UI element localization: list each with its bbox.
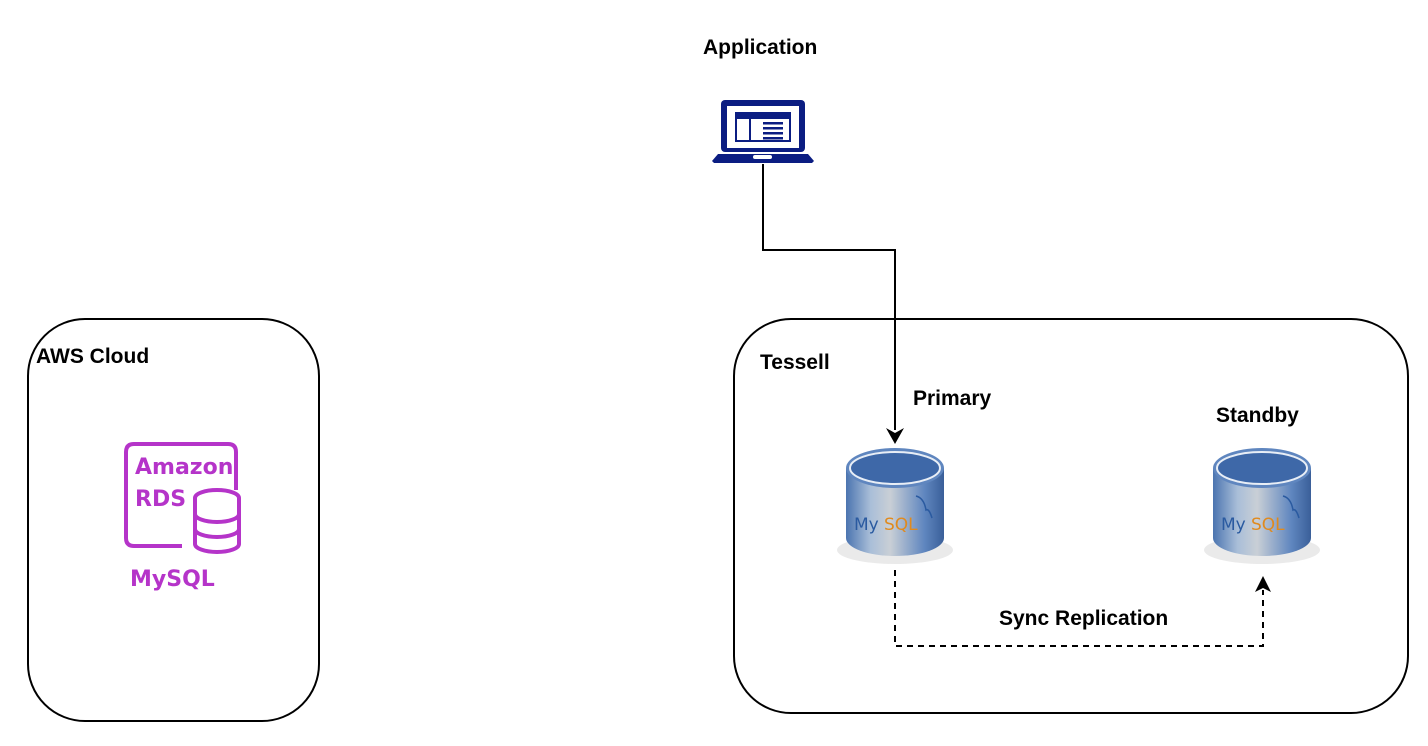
sync-replication-arrowhead: [1255, 576, 1271, 592]
svg-text:SQL: SQL: [884, 515, 918, 535]
app-to-primary-connector: [762, 164, 896, 430]
laptop-icon: [712, 98, 814, 164]
svg-text:My: My: [854, 515, 879, 535]
sync-replication-label: Sync Replication: [999, 607, 1169, 630]
svg-text:SQL: SQL: [1251, 515, 1285, 535]
mysql-database-icon: My SQL: [837, 448, 953, 564]
aws-cloud-label: AWS Cloud: [36, 345, 150, 368]
svg-text:Amazon: Amazon: [135, 455, 233, 480]
mysql-database-icon: My SQL: [1204, 448, 1320, 564]
svg-text:My: My: [1221, 515, 1246, 535]
svg-text:MySQL: MySQL: [130, 567, 215, 592]
tessell-label: Tessell: [760, 351, 830, 374]
svg-text:RDS: RDS: [135, 487, 186, 512]
standby-db: My SQL: [1203, 446, 1321, 566]
app-to-primary-arrowhead: [886, 428, 904, 444]
standby-label: Standby: [1216, 404, 1299, 427]
application-label: Application: [703, 36, 818, 59]
primary-db: My SQL: [836, 446, 954, 566]
amazon-rds-mysql-icon: Amazon RDS MySQL: [120, 440, 245, 595]
primary-label: Primary: [913, 387, 992, 410]
aws-cloud-group: [27, 318, 320, 722]
sync-replication-connector: [894, 570, 1264, 647]
